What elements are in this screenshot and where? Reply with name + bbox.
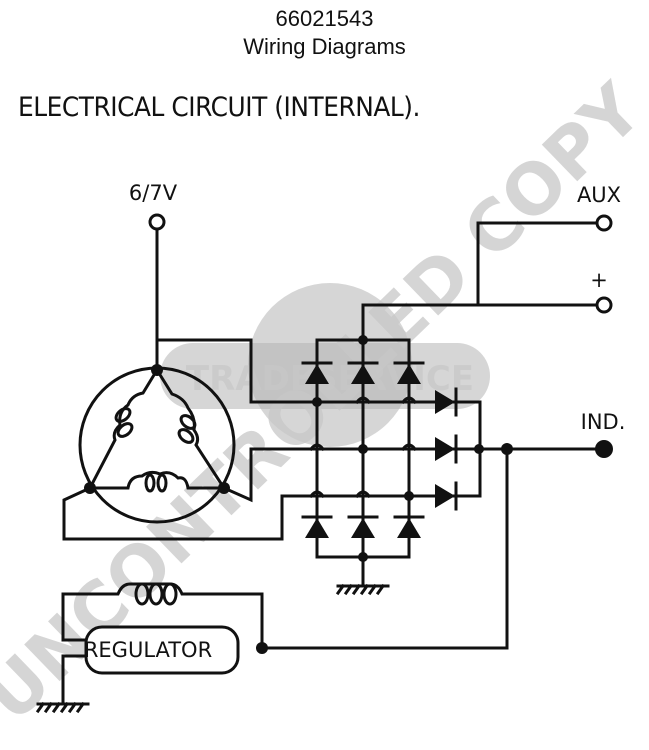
positive-output-wire bbox=[361, 303, 607, 342]
wire-crossover bbox=[354, 490, 372, 499]
ground-icon bbox=[335, 583, 390, 596]
stator bbox=[78, 364, 236, 524]
section-title: ELECTRICAL CIRCUIT (INTERNAL). bbox=[18, 92, 420, 123]
junction-dot bbox=[358, 552, 368, 562]
positive-terminal-label: + bbox=[590, 268, 608, 292]
supply-terminal-label: 6/7V bbox=[129, 181, 178, 205]
regulator-box bbox=[84, 625, 240, 675]
document-subtitle: Wiring Diagrams bbox=[243, 34, 406, 59]
stator-winding-bottom bbox=[88, 470, 226, 490]
field-coil-wire bbox=[61, 582, 264, 650]
coil-loop bbox=[114, 407, 132, 423]
indicator-terminal-label: IND. bbox=[581, 410, 626, 434]
document-number: 66021543 bbox=[275, 6, 374, 31]
diode-aux bbox=[435, 434, 458, 464]
regulator-ground-wire bbox=[61, 654, 88, 706]
phase-a-wire bbox=[155, 338, 482, 404]
junction-dot bbox=[358, 444, 368, 454]
indicator-terminal[interactable] bbox=[595, 440, 613, 458]
phase-c-wire bbox=[62, 486, 482, 541]
regulator-label: REGULATOR bbox=[84, 638, 212, 662]
diode-lower bbox=[301, 515, 333, 538]
coil-loop bbox=[116, 422, 134, 438]
ground-icon bbox=[35, 701, 90, 714]
watermark-logo-text: TRADESERVICE bbox=[186, 359, 474, 399]
regulator-sense-wire bbox=[260, 447, 509, 650]
aux-terminal[interactable] bbox=[595, 214, 613, 232]
wire-crossover bbox=[354, 396, 372, 405]
supply-terminal[interactable] bbox=[148, 213, 166, 231]
wire-crossover bbox=[400, 443, 418, 452]
diode-lower bbox=[393, 515, 425, 538]
coil-loop bbox=[144, 473, 156, 493]
aux-terminal-label: AUX bbox=[577, 183, 621, 207]
wire-crossover bbox=[308, 443, 326, 452]
coil-loop bbox=[179, 414, 197, 430]
wire-crossover bbox=[400, 396, 418, 405]
coil-loop bbox=[156, 473, 168, 493]
rectifier-bridge bbox=[301, 221, 607, 588]
stator-node-top bbox=[151, 364, 163, 376]
wire-crossover bbox=[308, 490, 326, 499]
diode-lower bbox=[347, 515, 379, 538]
junction-dot bbox=[256, 642, 268, 654]
diode-aux bbox=[435, 387, 458, 417]
positive-terminal[interactable] bbox=[595, 296, 613, 314]
junction-dot bbox=[404, 491, 414, 501]
stator-winding-left bbox=[87, 367, 160, 491]
diode-upper bbox=[393, 361, 425, 384]
aux-wire bbox=[476, 221, 600, 307]
diode-aux bbox=[435, 481, 458, 511]
junction-dot bbox=[312, 397, 322, 407]
diode-upper bbox=[301, 361, 333, 384]
coil-loop bbox=[177, 428, 195, 444]
junction-dot bbox=[358, 335, 368, 345]
field-coil-icon bbox=[134, 582, 178, 606]
diode-upper bbox=[347, 361, 379, 384]
